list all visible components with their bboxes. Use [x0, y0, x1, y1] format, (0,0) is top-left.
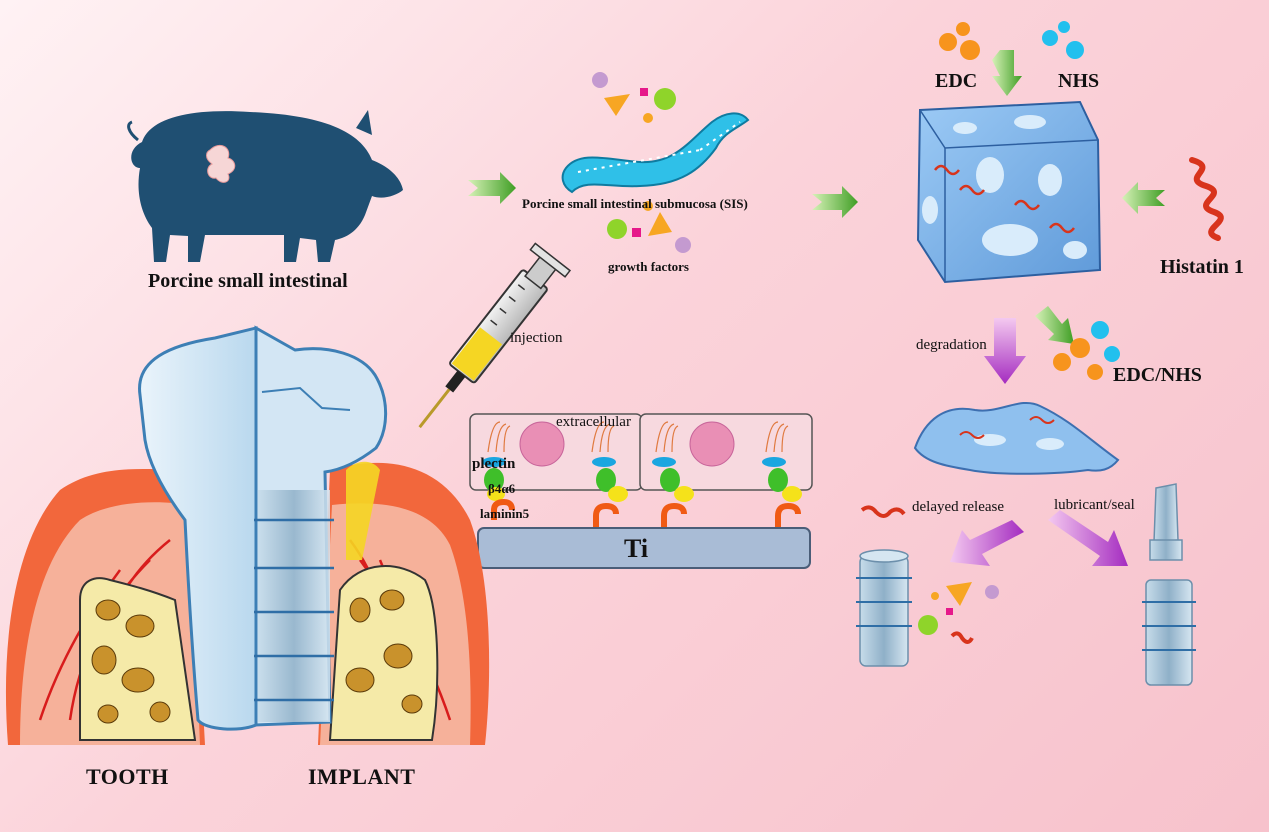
bone-icon: [79, 565, 439, 741]
integrin-label: β4α6: [488, 481, 516, 496]
implant-label: IMPLANT: [308, 764, 416, 789]
injection-label: injection: [510, 330, 563, 346]
arrow-lubricant-seal: [1048, 510, 1128, 566]
arrow-edc-down: [992, 50, 1022, 96]
arrow-edcnhs-diagonal: [1035, 306, 1074, 344]
helix-peptide-icon: [1189, 157, 1224, 241]
histatin-label: Histatin 1: [1160, 256, 1244, 278]
edc-nhs-dots: [1053, 321, 1120, 380]
arrow-pig-to-sis: [468, 172, 516, 204]
nhs-dots: [1042, 21, 1084, 59]
ti-label: Ti: [624, 534, 649, 563]
delayed-release-label: delayed release: [912, 499, 1005, 515]
degradation-label: degradation: [916, 337, 987, 353]
cell-membrane-icon: [469, 413, 813, 528]
growth-factors-label: growth factors: [608, 259, 689, 274]
laminin-label: laminin5: [480, 506, 530, 521]
arrow-histatin-left: [1122, 182, 1165, 214]
arrow-delayed-release: [950, 520, 1024, 566]
edc-label: EDC: [935, 70, 978, 92]
degraded-hydrogel-icon: [913, 401, 1120, 475]
tooth-label: TOOTH: [86, 764, 169, 789]
extracellular-label: extracellular: [556, 414, 631, 430]
growth-factor-particles-top: [592, 72, 676, 123]
implant-icon: [254, 325, 388, 727]
growth-factor-particles-bottom: [607, 201, 691, 253]
arrow-degradation: [984, 318, 1026, 384]
pig-label: Porcine small intestinal: [148, 270, 348, 292]
sis-ribbon-icon: [561, 112, 750, 194]
lubricant-seal-label: lubricant/seal: [1054, 497, 1135, 513]
plectin-label: plectin: [472, 456, 516, 472]
nhs-label: NHS: [1058, 70, 1100, 92]
implant-abutment-icon: [1142, 483, 1196, 686]
implant-release-icon: [856, 505, 999, 667]
syringe-icon: [418, 242, 572, 429]
edc-nhs-label: EDC/NHS: [1113, 364, 1202, 386]
sis-label: Porcine small intestinal submucosa (SIS): [522, 196, 748, 211]
arrow-sis-to-cube: [812, 186, 858, 218]
hydrogel-cube-icon: [916, 100, 1102, 284]
edc-dots: [939, 22, 980, 60]
tooth-icon: [138, 326, 258, 731]
pig-icon: [127, 110, 404, 262]
